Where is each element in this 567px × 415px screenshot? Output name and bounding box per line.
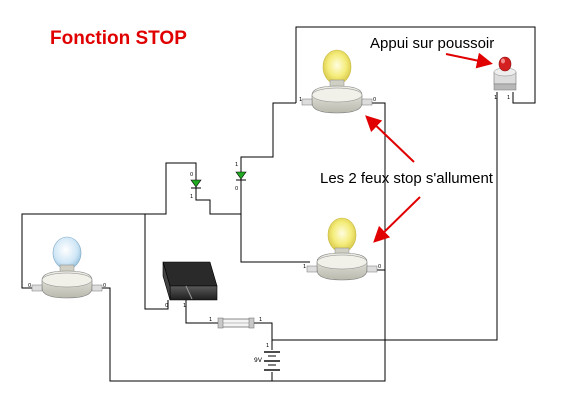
lamp-top-pin-right: 0: [373, 97, 376, 103]
rocker-switch: 0 1: [162, 261, 218, 309]
diode-left: 0 1: [190, 172, 202, 200]
diode-right-pin-bottom: 0: [235, 186, 238, 192]
fuse: 1 1: [209, 317, 262, 329]
lamp-bottom-pin-left: 1: [303, 264, 306, 270]
push-button: 1 1: [493, 56, 517, 101]
push-pin-left: 1: [494, 95, 497, 101]
wire-fuse-right: [254, 322, 402, 341]
wire-switch-left: [144, 214, 169, 310]
wire-push-down: [402, 92, 498, 341]
lamp-left-pin-left: 0: [28, 283, 31, 289]
diode-right: 1 0: [235, 162, 247, 192]
arrow-to-bottom-lamp: [373, 196, 421, 243]
wire-lamp1-right: [95, 102, 386, 382]
wires: [21, 26, 536, 382]
battery: 9V 1: [254, 343, 280, 371]
fuse-pin-left: 1: [209, 317, 212, 323]
annotation-arrows: [365, 52, 493, 243]
lamp-bottom-pin-right: 0: [378, 264, 381, 270]
switch-pin-left: 0: [165, 303, 168, 309]
wire-diode-left: [21, 162, 241, 289]
battery-pin-top: 1: [266, 343, 269, 349]
wire-top-loop: [295, 26, 536, 104]
diode-left-pin-bottom: 1: [190, 194, 193, 200]
push-button-annotation: Appui sur poussoir: [370, 35, 495, 52]
arrow-to-top-lamp: [365, 115, 415, 163]
lamp-stop-bottom: 1 0: [303, 217, 381, 281]
lamp-left-off: 0 0: [28, 236, 106, 299]
battery-label: 9V: [254, 357, 263, 364]
switch-pin-mid: 1: [183, 303, 186, 309]
lamp-left-pin-right: 0: [103, 283, 106, 289]
fuse-pin-right: 1: [259, 317, 262, 323]
arrow-to-push-button: [445, 52, 493, 69]
diode-right-pin-top: 1: [235, 162, 238, 168]
push-pin-right: 1: [507, 95, 510, 101]
page-title: Fonction STOP: [50, 28, 187, 49]
lamp-top-pin-left: 1: [299, 97, 302, 103]
lamp-stop-top: 1 0: [299, 49, 376, 114]
lamps-annotation: Les 2 feux stop s'allument: [320, 170, 493, 187]
wire-lamp1-left: [240, 102, 310, 263]
wire-switch-mid: [185, 300, 218, 324]
diode-left-pin-top: 0: [190, 172, 193, 178]
